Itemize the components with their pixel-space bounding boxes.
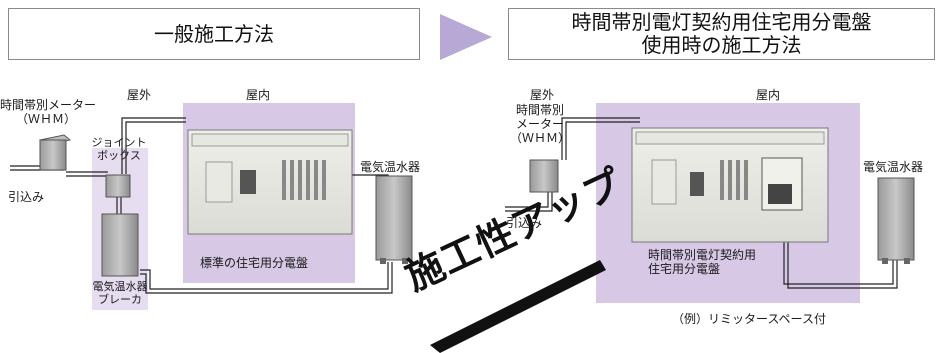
left-panel: [187, 129, 353, 235]
left-meter-box: [38, 134, 72, 171]
right-panel-caption: 時間帯別電灯契約用 住宅用分電盤: [648, 248, 757, 276]
left-wires: [10, 117, 393, 294]
right-title-line1: 時間帯別電灯契約用住宅用分電盤: [571, 10, 872, 34]
left-title: 一般施工方法: [154, 22, 274, 46]
left-breaker-box: [101, 213, 139, 277]
left-title-box: 一般施工方法: [8, 8, 420, 60]
right-panel: [631, 127, 829, 243]
left-outdoor-label: 屋外: [127, 88, 152, 102]
right-service-entry-label: 引込み: [506, 216, 543, 230]
left-heater-label: 電気温水器: [360, 160, 421, 174]
arrow-right-icon: [440, 14, 492, 60]
right-footnote: （例）リミッタースペース付: [672, 312, 826, 326]
right-meter-label: 時間帯別 メーター （ＷＨＭ）: [509, 103, 570, 145]
right-heater: [877, 177, 915, 264]
left-indoor-label: 屋内: [246, 88, 271, 102]
right-title-box: 時間帯別電灯契約用住宅用分電盤 使用時の施工方法: [508, 8, 935, 60]
left-joint-box: [105, 174, 131, 198]
right-indoor-label: 屋内: [756, 88, 781, 102]
right-meter-box: [529, 159, 559, 193]
right-wires: [505, 117, 898, 289]
left-service-entry-label: 引込み: [8, 190, 45, 204]
left-breaker-label: 電気温水器 ブレーカ: [92, 280, 148, 306]
right-outdoor-label: 屋外: [530, 88, 555, 102]
left-panel-caption: 標準の住宅用分電盤: [200, 256, 309, 270]
right-heater-label: 電気温水器: [863, 160, 924, 174]
right-title-line2: 使用時の施工方法: [641, 33, 802, 57]
banner-underline: [430, 260, 606, 353]
left-joint-label: ジョイント ボックス: [91, 136, 147, 162]
left-heater: [375, 175, 413, 264]
left-meter-label: 時間帯別メーター （ＷＨＭ）: [0, 98, 97, 126]
